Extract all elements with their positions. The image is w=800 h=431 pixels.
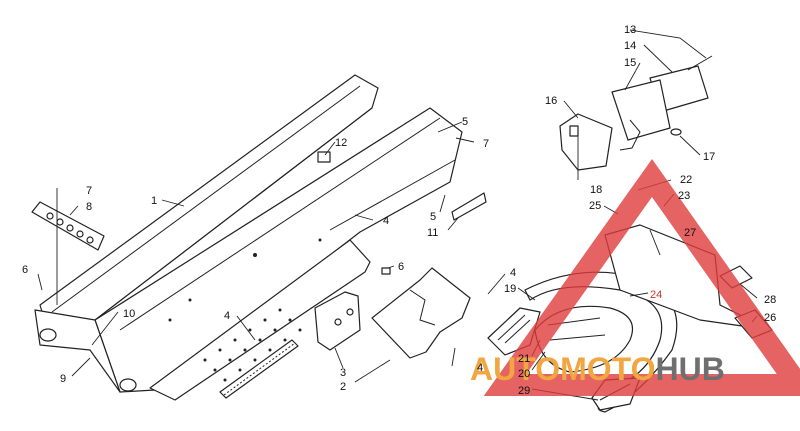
watermark: AUTOMOTOHUB (470, 158, 800, 396)
callout-7-right: 7 (483, 138, 489, 150)
callout-2: 2 (340, 381, 346, 393)
callout-4-right: 4 (510, 267, 516, 279)
callout-4-lower: 4 (477, 362, 483, 374)
traction-strip (219, 339, 299, 399)
callout-5-mid: 5 (430, 211, 436, 223)
light-gasket (611, 79, 671, 141)
callout-11: 11 (427, 227, 438, 239)
front-bracket-8 (31, 201, 105, 251)
watermark-text: AUTOMOTOHUB (470, 351, 725, 387)
plate-11 (451, 192, 487, 221)
callout-5-top: 5 (462, 116, 468, 128)
leader-lines (37, 29, 758, 401)
callout-23: 23 (678, 190, 690, 202)
reflector-bracket (559, 113, 613, 171)
callout-20: 20 (518, 368, 530, 380)
running-board-holes (168, 238, 322, 382)
callout-10: 10 (123, 308, 135, 320)
callout-9: 9 (60, 373, 66, 385)
gusset-plate-2 (371, 267, 471, 359)
callout-25: 25 (589, 200, 601, 212)
watermark-triangle-logo (483, 158, 800, 396)
callout-29: 29 (518, 385, 530, 397)
callout-18: 18 (590, 184, 602, 196)
callout-27: 27 (684, 227, 696, 239)
callout-16: 16 (545, 95, 557, 107)
bracket-12 (317, 151, 331, 163)
tunnel-side-panel (94, 107, 463, 393)
callout-14: 14 (624, 40, 636, 52)
callout-7-left: 7 (86, 185, 92, 197)
callout-19: 19 (504, 283, 516, 295)
callout-13: 13 (624, 24, 636, 36)
callout-28: 28 (764, 294, 776, 306)
callout-12: 12 (335, 137, 347, 149)
callout-15: 15 (624, 57, 636, 69)
callout-4-upper: 4 (383, 215, 389, 227)
callout-17: 17 (703, 151, 715, 163)
mount-bracket-3 (314, 291, 361, 351)
callout-26: 26 (764, 312, 776, 324)
front-lower-panel (34, 309, 121, 393)
callout-4-strip: 4 (224, 310, 230, 322)
callout-21: 21 (518, 353, 530, 365)
callout-8: 8 (86, 201, 92, 213)
callout-3: 3 (340, 367, 346, 379)
clip-6 (381, 267, 391, 275)
callout-6-panel: 6 (398, 261, 404, 273)
callout-1: 1 (151, 195, 157, 207)
callout-22: 22 (680, 174, 692, 186)
taillight-assembly (559, 55, 713, 171)
callout-labels: 13 14 15 16 17 18 22 23 25 27 28 26 24 1… (22, 24, 776, 397)
tunnel-assembly (34, 74, 487, 401)
callout-6-left: 6 (22, 264, 28, 276)
callout-24: 24 (650, 289, 662, 301)
